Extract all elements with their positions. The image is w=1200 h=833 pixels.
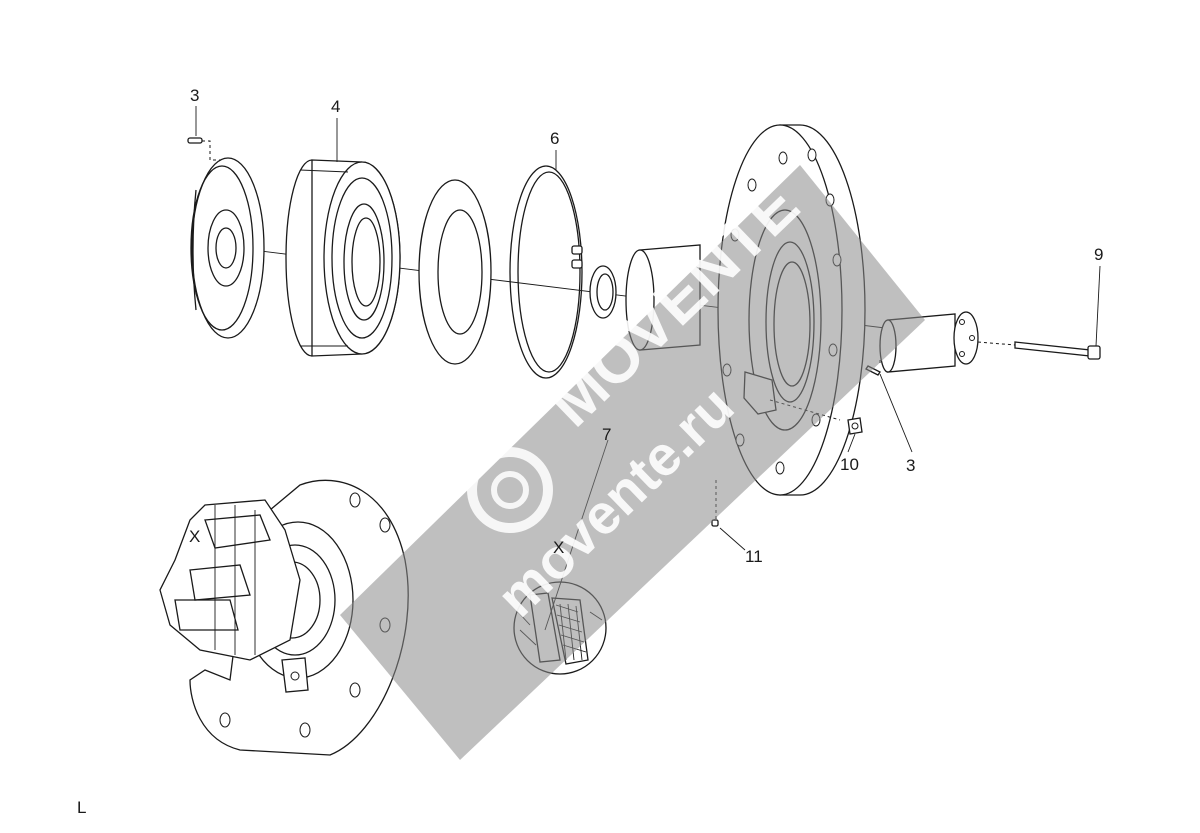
callout-10: 10: [840, 455, 859, 474]
callout-x-cutaway: X: [189, 527, 200, 546]
callout-9: 9: [1094, 245, 1103, 264]
callout-6: 6: [550, 129, 559, 148]
callout-x-detail: X: [553, 538, 564, 557]
end-cover-disc: [190, 157, 265, 339]
callout-7: 7: [602, 425, 611, 444]
part-4-bearing: [285, 159, 401, 357]
shaft-coupling: [879, 311, 1016, 373]
part-11-screw: [711, 519, 719, 527]
part-7-seal-ring: [589, 265, 617, 319]
part-10-grease-nipple: [847, 417, 863, 435]
part-3-pin-top: [187, 137, 230, 161]
part-6-snap-ring: [509, 165, 583, 379]
callout-3-right: 3: [906, 456, 915, 475]
callout-11: 11: [745, 547, 763, 566]
watermark-logo-icon: [467, 447, 553, 533]
part-9-bolt: [1014, 341, 1101, 360]
corner-mark: L: [77, 798, 86, 817]
callout-4: 4: [331, 97, 340, 116]
callout-3-top: 3: [190, 86, 199, 105]
flat-washer-disc: [418, 179, 492, 365]
watermark-band: [340, 165, 925, 760]
assembled-cutaway-view: [159, 479, 409, 756]
